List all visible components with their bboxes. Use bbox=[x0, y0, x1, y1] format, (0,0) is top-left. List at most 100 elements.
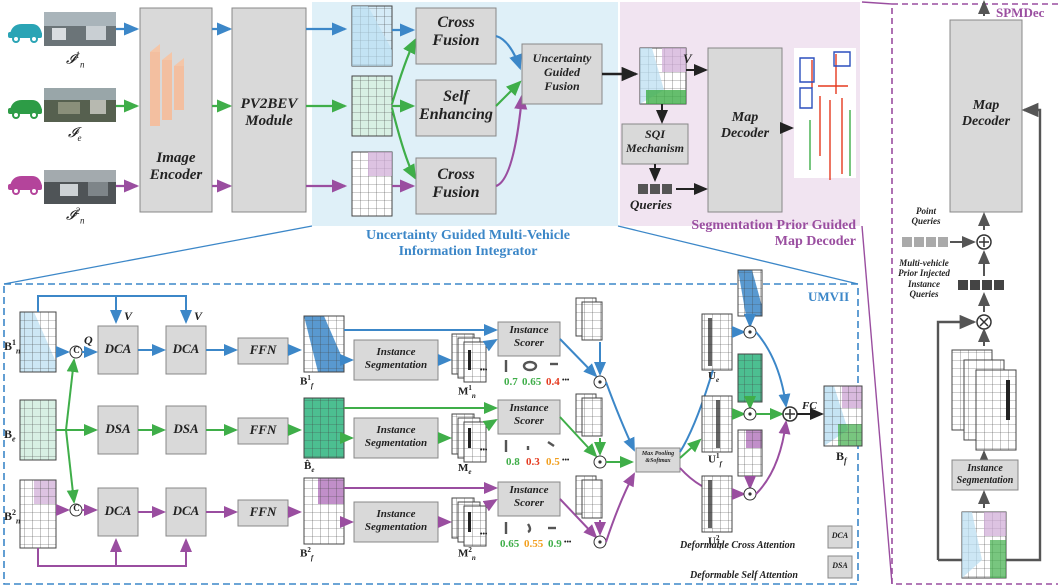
detail-b2-grid bbox=[20, 480, 56, 548]
weighted-bf1 bbox=[738, 270, 762, 316]
output-vector-map bbox=[794, 48, 856, 180]
legend-dca-tag: DCA bbox=[828, 531, 852, 540]
bev-feature-1 bbox=[352, 6, 392, 66]
be-label: Be bbox=[4, 428, 16, 444]
score-1-a: 0.7 bbox=[504, 376, 518, 389]
queries-label: Queries bbox=[630, 198, 672, 213]
score-mask-stack-2 bbox=[576, 476, 602, 518]
m1-label: M1n bbox=[458, 384, 476, 400]
instance-shapes-1 bbox=[506, 360, 558, 372]
pv2bev-label: PV2BEV Module bbox=[232, 96, 306, 131]
inst-seg-label-1: Instance Segmentation bbox=[354, 346, 438, 371]
fused-bev-feature bbox=[640, 48, 686, 104]
score-2-a: 0.65 bbox=[500, 538, 519, 551]
dsa-label-b: DSA bbox=[166, 422, 206, 437]
ue-label: Ue bbox=[708, 370, 719, 384]
ffn-label-e: FFN bbox=[238, 423, 288, 438]
point-queries-tokens bbox=[902, 237, 948, 247]
cross-fusion-label-1: Cross Fusion bbox=[416, 14, 496, 51]
input-label-2: 𝓘2n bbox=[66, 206, 84, 226]
ffn-label-1: FFN bbox=[238, 343, 288, 358]
mask-stack-e bbox=[452, 414, 486, 462]
score-1-c: 0.4 bbox=[546, 376, 560, 389]
detail-b1-grid bbox=[20, 312, 56, 372]
uncertainty-map-e bbox=[702, 314, 732, 370]
camera-image-2 bbox=[44, 170, 116, 204]
mask-stack-1 bbox=[452, 334, 486, 382]
v-label-top: V bbox=[683, 52, 692, 67]
camera-image-ego bbox=[44, 88, 116, 122]
bev-feature-2 bbox=[352, 152, 392, 216]
image-encoder-label: Image Encoder bbox=[140, 150, 212, 185]
spmdec-instance-masks bbox=[952, 350, 1016, 450]
score-e-a: 0.8 bbox=[506, 456, 520, 469]
umvii-tag: UMVII bbox=[808, 290, 849, 305]
spmdec-map-decoder-label: Map Decoder bbox=[950, 98, 1022, 130]
weighted-be bbox=[738, 354, 762, 402]
vehicle-icon-1 bbox=[8, 24, 42, 42]
score-ellipsis-1: ••• bbox=[562, 376, 569, 384]
legend-dsa-tag: DSA bbox=[828, 561, 852, 570]
fc-label: FC bbox=[802, 400, 817, 413]
weighted-bf2 bbox=[738, 430, 762, 476]
dca-label-1b: DCA bbox=[166, 342, 206, 357]
concat-label-2: C bbox=[72, 503, 81, 513]
mask-ellipsis-e: ••• bbox=[480, 446, 487, 454]
me-label: Me bbox=[458, 462, 472, 476]
dca-label-2b: DCA bbox=[166, 504, 206, 519]
spmd-title: Segmentation Prior Guided Map Decoder bbox=[636, 218, 856, 250]
mask-ellipsis-1: ••• bbox=[480, 366, 487, 374]
v-label-a: V bbox=[124, 310, 132, 324]
uncertainty-fusion-label: Uncertainty Guided Fusion bbox=[522, 52, 602, 93]
score-ellipsis-2: ••• bbox=[564, 538, 571, 546]
camera-image-1 bbox=[44, 12, 116, 46]
sqi-label: SQI Mechanism bbox=[622, 128, 688, 156]
inst-seg-label-2: Instance Segmentation bbox=[354, 508, 438, 533]
score-e-b: 0.3 bbox=[526, 456, 540, 469]
uncertainty-map-f1 bbox=[702, 396, 732, 452]
bf1-label: B1f bbox=[300, 374, 313, 390]
legend-dsa-label: Deformable Self Attention bbox=[690, 570, 798, 582]
score-2-b: 0.55 bbox=[524, 538, 543, 551]
map-decoder-label: Map Decoder bbox=[708, 110, 782, 142]
bf2-label: B2f bbox=[300, 546, 313, 562]
q-label: Q bbox=[84, 334, 93, 348]
score-2-c: 0.9 bbox=[548, 538, 562, 551]
spmdec-tag: SPMDec bbox=[996, 6, 1044, 21]
inst-seg-label-e: Instance Segmentation bbox=[354, 424, 438, 449]
score-e-c: 0.5 bbox=[546, 456, 560, 469]
b1-label: B1n bbox=[4, 338, 20, 356]
input-label-1: 𝓘1n bbox=[66, 50, 84, 70]
dca-label-1a: DCA bbox=[98, 342, 138, 357]
uf1-label: U1f bbox=[708, 452, 722, 468]
scorer-label-e: Instance Scorer bbox=[498, 402, 560, 427]
bev-feature-ego bbox=[352, 76, 392, 136]
maxpool-label: Max Pooling &Softmax bbox=[636, 451, 680, 465]
mask-stack-2 bbox=[452, 498, 486, 546]
self-enhancing-label: Self Enhancing bbox=[416, 88, 496, 125]
dca-label-2a: DCA bbox=[98, 504, 138, 519]
instance-shapes-e bbox=[506, 440, 554, 452]
bfe-label: B̂e bbox=[304, 460, 314, 474]
prior-queries-tokens bbox=[958, 280, 1004, 290]
spmdec-inst-seg-label: Instance Segmentation bbox=[952, 463, 1018, 486]
detail-bf2-grid bbox=[304, 478, 344, 544]
final-bf-grid bbox=[824, 386, 862, 446]
prior-queries-label: Multi-vehicle Prior Injected Instance Qu… bbox=[892, 258, 956, 299]
detail-bfe-grid bbox=[304, 398, 344, 458]
point-queries-label: Point Queries bbox=[902, 206, 950, 227]
vehicle-icon-ego bbox=[8, 100, 42, 118]
queries-tokens bbox=[638, 184, 672, 194]
score-1-b: 0.65 bbox=[522, 376, 541, 389]
v-label-b: V bbox=[194, 310, 202, 324]
detail-be-grid bbox=[20, 400, 56, 460]
spmdec-input-bev bbox=[962, 512, 1006, 578]
concat-label-1: C bbox=[72, 345, 81, 355]
score-mask-stack-1 bbox=[576, 298, 602, 340]
m2-label: M2n bbox=[458, 546, 476, 562]
score-ellipsis-e: ••• bbox=[562, 456, 569, 464]
cross-fusion-label-2: Cross Fusion bbox=[416, 166, 496, 203]
legend-dca-label: Deformable Cross Attention bbox=[680, 540, 795, 552]
dsa-label-a: DSA bbox=[98, 422, 138, 437]
score-mask-stack-e bbox=[576, 394, 602, 436]
